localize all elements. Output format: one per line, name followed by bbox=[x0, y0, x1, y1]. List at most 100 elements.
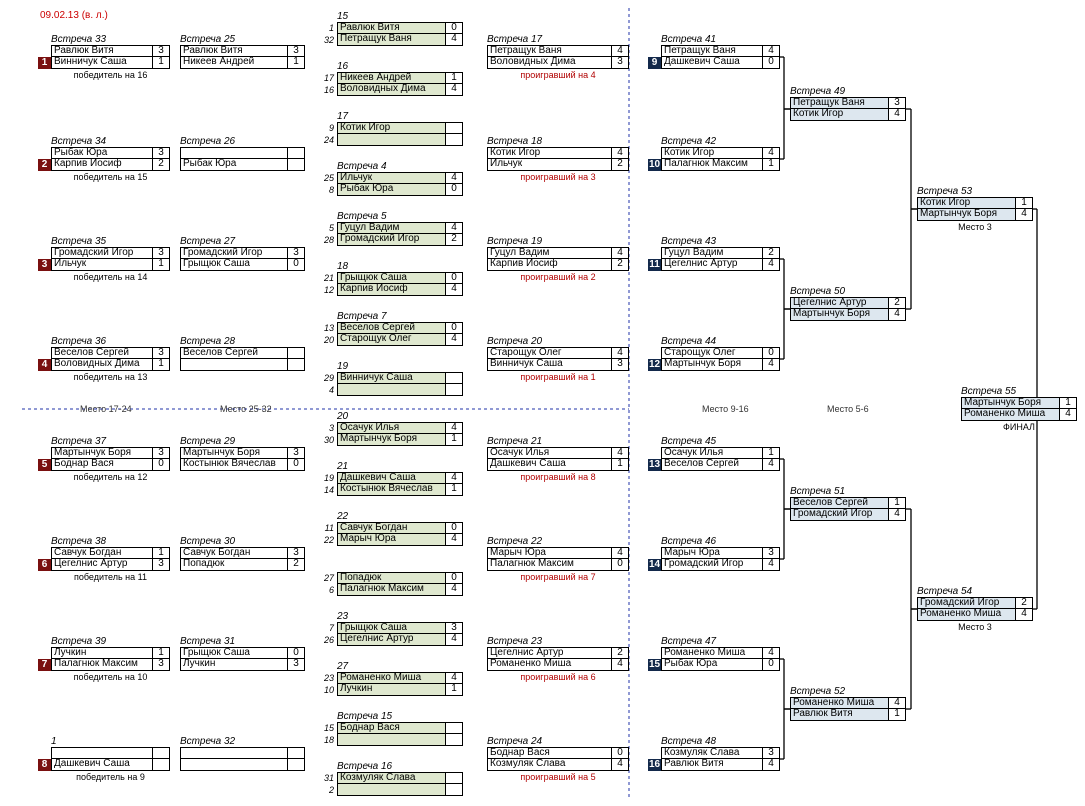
player-row[interactable] bbox=[337, 134, 463, 146]
player-row[interactable]: Веселов Сергей bbox=[180, 347, 305, 359]
player-row[interactable] bbox=[180, 759, 305, 771]
player-row[interactable] bbox=[337, 784, 463, 796]
player-row[interactable]: Дашкевич Саша bbox=[51, 759, 170, 771]
player-row[interactable] bbox=[51, 747, 170, 759]
player-row[interactable]: Козмуляк Слава bbox=[337, 772, 463, 784]
player-row[interactable] bbox=[180, 359, 305, 371]
player-row[interactable]: Боднар Вася bbox=[337, 722, 463, 734]
player-row[interactable]: Винничук Саша bbox=[337, 372, 463, 384]
player-row[interactable] bbox=[337, 384, 463, 396]
player-row[interactable] bbox=[180, 747, 305, 759]
player-row[interactable]: Котик Игор bbox=[337, 122, 463, 134]
player-row[interactable] bbox=[180, 147, 305, 159]
player-row[interactable] bbox=[337, 734, 463, 746]
